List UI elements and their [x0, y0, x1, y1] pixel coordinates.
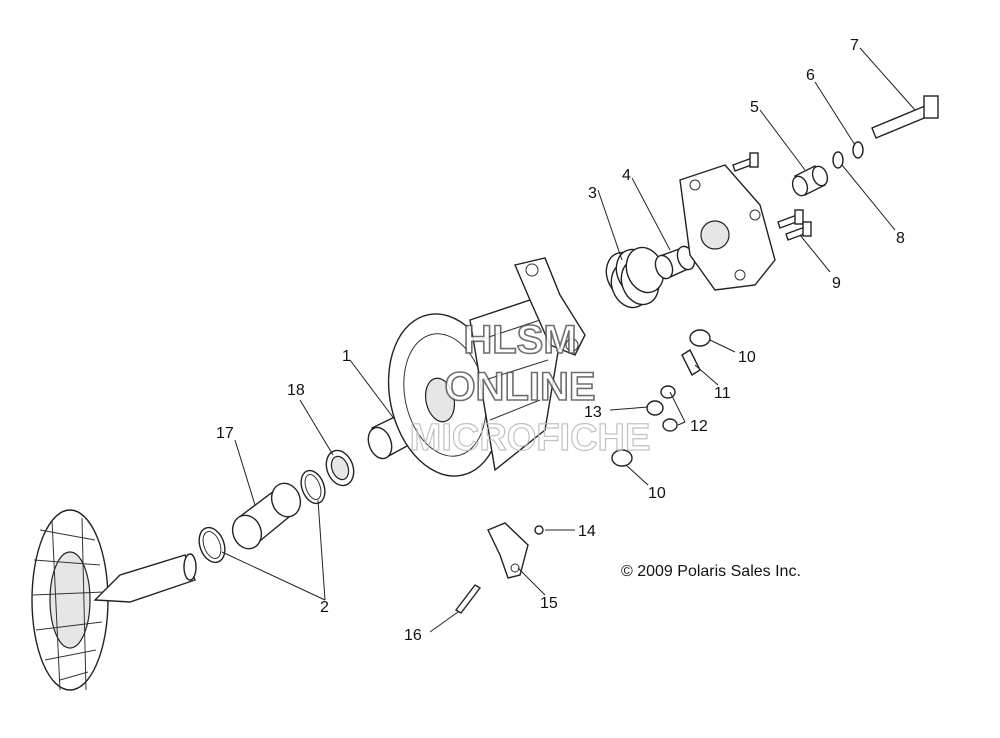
bolt-7-drawing — [871, 95, 939, 139]
moveable-sheave-drawing — [387, 299, 561, 477]
copyright-notice: © 2009 Polaris Sales Inc. — [621, 563, 801, 580]
callout-11: 11 — [714, 385, 731, 402]
spring-drawing — [605, 246, 665, 309]
callout-10-upper: 10 — [738, 349, 756, 366]
callout-4: 4 — [622, 167, 631, 184]
callout-16: 16 — [404, 627, 422, 644]
watermark-line-1: HLSM — [463, 318, 576, 362]
rollers-pins-drawing — [611, 329, 711, 467]
pin-16-drawing — [454, 584, 482, 614]
callout-12: 12 — [690, 418, 708, 435]
watermark-line-2: ONLINE — [444, 365, 595, 409]
ring-2a-drawing — [198, 526, 226, 564]
drive-sheave-drawing — [31, 509, 197, 691]
callout-8: 8 — [896, 230, 905, 247]
callout-2: 2 — [320, 599, 329, 616]
spider-drawing — [514, 257, 586, 356]
callout-labels: 1 2 3 4 5 6 7 8 9 10 10 11 12 13 14 15 1… — [216, 37, 905, 644]
callout-14: 14 — [578, 523, 596, 540]
cover-plate-drawing — [679, 164, 776, 291]
bolts-9-drawing — [732, 152, 812, 241]
callout-15: 15 — [540, 595, 558, 612]
callout-9: 9 — [832, 275, 841, 292]
ring-2b-drawing — [300, 469, 326, 505]
weight-15-drawing — [487, 522, 529, 579]
callout-6: 6 — [806, 67, 815, 84]
watermark: HLSM ONLINE MICROFICHE — [409, 317, 651, 459]
spacer-5-drawing — [791, 165, 829, 197]
callout-13: 13 — [584, 404, 602, 421]
callout-7: 7 — [850, 37, 859, 54]
washers-drawing — [832, 141, 864, 169]
callout-1: 1 — [342, 348, 351, 365]
seal-18-drawing — [325, 449, 355, 487]
callout-3: 3 — [588, 185, 597, 202]
callout-18: 18 — [287, 382, 305, 399]
leader-lines — [221, 47, 916, 633]
callout-5: 5 — [750, 99, 759, 116]
nut-14-drawing — [534, 525, 544, 535]
watermark-line-3: MICROFICHE — [410, 417, 651, 459]
callout-17: 17 — [216, 425, 234, 442]
spacer-sleeve-drawing — [231, 482, 302, 550]
callout-10-lower: 10 — [648, 485, 666, 502]
